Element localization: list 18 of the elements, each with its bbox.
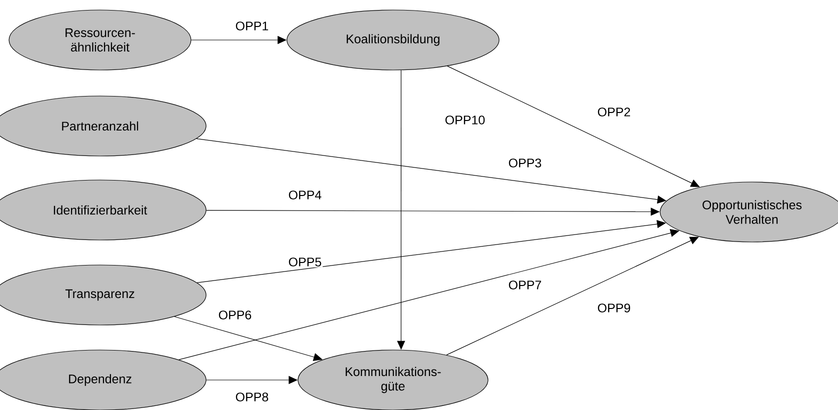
edge-label: OPP3: [507, 158, 543, 168]
edge-label: OPP2: [596, 106, 632, 118]
edge-label: OPP7: [507, 280, 543, 290]
ellipse-node: Dependenz: [0, 350, 206, 410]
arrow: [196, 220, 666, 283]
edge-label: OPP4: [287, 190, 323, 200]
edge-label: OPP5: [287, 256, 323, 268]
edge-label: OPP10: [444, 114, 486, 126]
ellipse-node: Koalitionsbildung: [286, 10, 500, 70]
edge-label: OPP8: [234, 392, 270, 402]
edge-label: OPP6: [217, 310, 253, 320]
ellipse-node: Kommunikations- güte: [298, 350, 488, 410]
ellipse-node: Opportunistisches Verhalten: [660, 182, 838, 242]
arrow: [446, 236, 699, 356]
edge-label: OPP1: [234, 20, 270, 32]
edge-label: OPP9: [596, 302, 632, 314]
arrow: [178, 229, 680, 360]
ellipse-node: Ressourcen- ähnlichkeit: [8, 10, 192, 70]
